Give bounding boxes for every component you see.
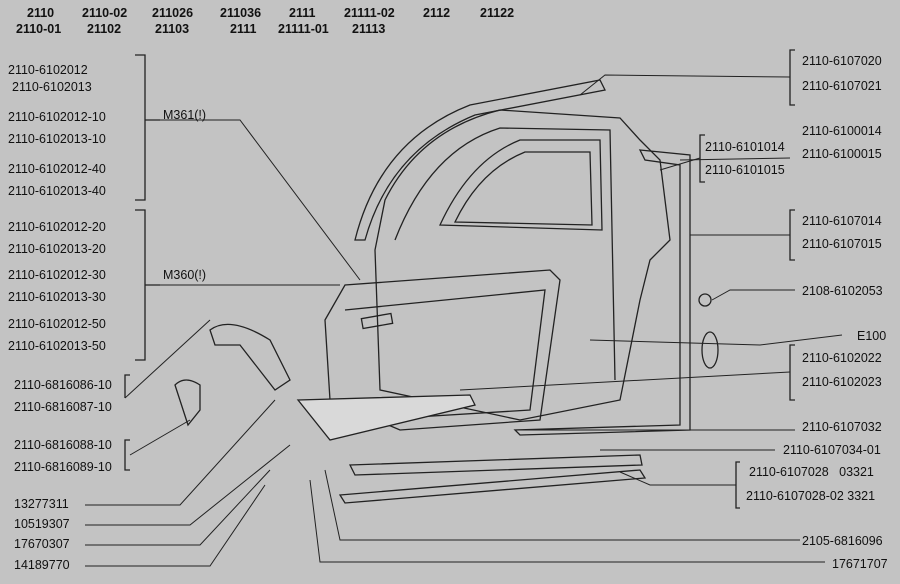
part-label: 2110-6102012: [8, 63, 88, 77]
part-label: 17671707: [832, 557, 888, 571]
plug: [701, 331, 719, 369]
part-label: 17670307: [14, 537, 70, 551]
model-code: 2110-01: [16, 22, 62, 36]
part-label: 2110-6107014: [802, 214, 882, 228]
part-label: 2110-6100014: [802, 124, 882, 138]
part-label: 2110-6816089-10: [14, 460, 112, 474]
part-label: 2110-6107021: [802, 79, 882, 93]
part-label: 2110-6102022: [802, 351, 882, 365]
model-code: 211026: [152, 6, 194, 20]
part-label: 2110-6101014: [705, 140, 785, 154]
part-label: 2110-6816086-10: [14, 378, 112, 392]
part-label: 2105-6816096: [802, 534, 883, 548]
clip: [698, 293, 712, 307]
part-label: 2110-6816087-10: [14, 400, 112, 414]
trim-label: M360(!): [163, 268, 207, 282]
window-opening: [438, 139, 603, 231]
leader-lines: [85, 74, 843, 567]
part-label: 2110-6816088-10: [14, 438, 112, 452]
model-code: 2112: [423, 6, 451, 20]
part-label: 2110-6102012-30: [8, 268, 106, 282]
part-label: 2110-6107028 03321: [749, 465, 874, 479]
part-label: 2110-6102013-20: [8, 242, 106, 256]
model-code: 21113: [352, 22, 386, 36]
part-label: E100: [857, 329, 887, 343]
part-label: 2110-6102012-10: [8, 110, 106, 124]
part-label: 13277311: [14, 497, 69, 511]
part-label: 2110-6107015: [802, 237, 882, 251]
model-code: 21122: [480, 6, 515, 20]
model-code: 2110-02: [82, 6, 128, 20]
part-label: 10519307: [14, 517, 70, 531]
door-seal: [513, 149, 691, 436]
model-code: 21103: [155, 22, 190, 36]
part-label: 2110-6107034-01: [783, 443, 881, 457]
part-label: 14189770: [14, 558, 70, 572]
part-label: 2110-6107020: [802, 54, 882, 68]
model-code: 2111: [230, 22, 257, 36]
part-label: 2110-6102012-50: [8, 317, 106, 331]
model-code: 21111-01: [278, 22, 329, 36]
part-label: 2110-6102013: [12, 80, 92, 94]
part-label: 2110-6101015: [705, 163, 785, 177]
model-code: 21111-02: [344, 6, 395, 20]
part-label: 2110-6102012-20: [8, 220, 106, 234]
part-label: 2110-6102023: [802, 375, 882, 389]
part-label: 2110-6102012-40: [8, 162, 106, 176]
model-list: 2110 2110-01 2110-02 21102 211026 21103 …: [0, 0, 650, 40]
model-code: 2110: [27, 6, 55, 20]
part-label: 2110-6102013-10: [8, 132, 106, 146]
brackets: [124, 49, 795, 509]
model-code: 21102: [87, 22, 122, 36]
moulding-2: [338, 469, 647, 504]
part-label: 2110-6107032: [802, 420, 882, 434]
model-code: 211036: [220, 6, 262, 20]
part-label: 2108-6102053: [802, 284, 883, 298]
door-frame: [374, 109, 671, 421]
trim-label: M361(!): [163, 108, 207, 122]
part-label: 2110-6107028-02 3321: [746, 489, 876, 503]
window-channel: [354, 79, 606, 241]
armrest: [296, 394, 476, 441]
part-label: 2110-6102013-40: [8, 184, 106, 198]
pull-handle: [174, 379, 201, 427]
moulding-1: [348, 454, 643, 476]
part-label: 2110-6102013-50: [8, 339, 106, 353]
inner-handle: [209, 323, 291, 391]
part-label: 2110-6102013-30: [8, 290, 106, 304]
part-label: 2110-6100015: [802, 147, 882, 161]
model-code: 2111: [289, 6, 316, 20]
